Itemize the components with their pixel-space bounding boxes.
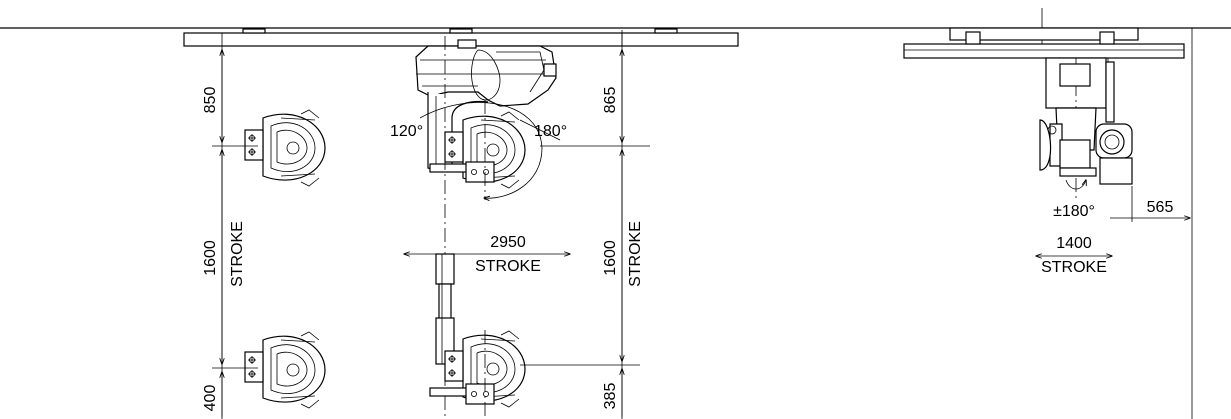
robot-arm-lower	[429, 253, 526, 419]
left-dimension-line	[212, 46, 258, 419]
right-dimension-line	[520, 30, 650, 419]
stroke-right-label: STROKE	[627, 221, 644, 287]
dim-385-label: 385	[602, 383, 619, 410]
side-view-robot	[903, 8, 1193, 419]
stroke-side-label: STROKE	[1041, 259, 1107, 276]
wrist-top-left	[244, 109, 326, 187]
wrist-bottom-left	[244, 331, 326, 409]
angle-120-label: 120°	[390, 123, 423, 140]
stroke-left-label: STROKE	[229, 221, 246, 287]
dim-2950-label: 2950	[490, 234, 526, 251]
rotation-180-label: ±180°	[1053, 203, 1095, 220]
robot-arm-center	[415, 36, 561, 419]
dim-1400-label: 1400	[1056, 235, 1092, 252]
dim-1600-right-label: 1600	[602, 240, 619, 276]
dim-400-label: 400	[202, 385, 219, 412]
dim-1600-left-label: 1600	[202, 240, 219, 276]
angle-180-label: 180°	[534, 123, 567, 140]
dim-850-label: 850	[202, 87, 219, 114]
dim-865-label: 865	[602, 87, 619, 114]
dim-565-label: 565	[1147, 199, 1174, 216]
stroke-horizontal-label: STROKE	[475, 258, 541, 275]
